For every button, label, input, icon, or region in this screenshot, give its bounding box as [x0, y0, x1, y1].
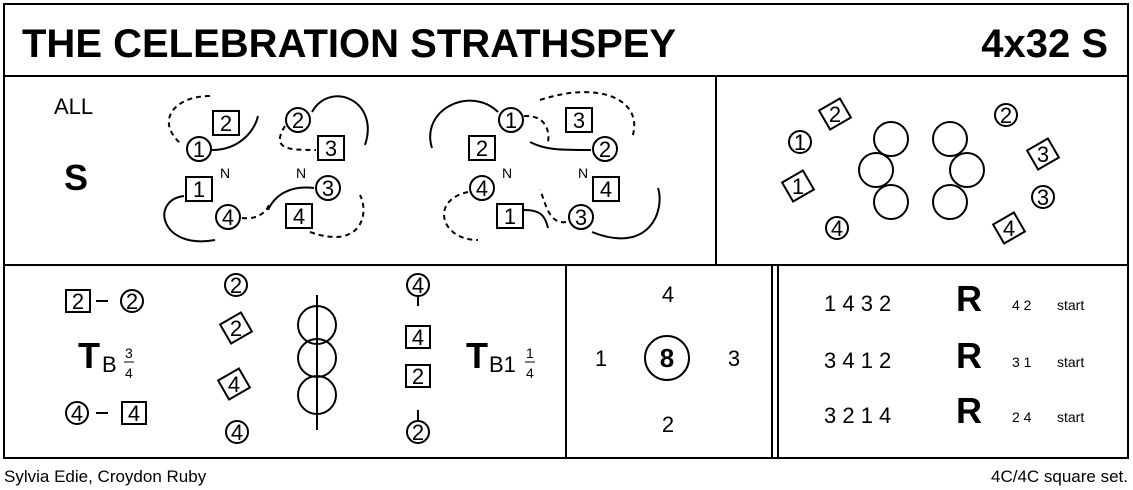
dancer-group-a: 2 1 2 3 1 4 3 4 N N — [163, 95, 369, 243]
svg-text:2: 2 — [476, 136, 488, 161]
svg-text:2: 2 — [230, 273, 242, 298]
svg-text:3: 3 — [728, 346, 740, 371]
svg-text:2: 2 — [829, 102, 841, 127]
svg-text:8: 8 — [660, 343, 674, 373]
step-s: S — [64, 157, 88, 198]
svg-text:4: 4 — [125, 365, 133, 381]
svg-text:B: B — [102, 352, 117, 377]
svg-text:N: N — [296, 165, 306, 181]
svg-text:R: R — [956, 390, 982, 431]
all-label: ALL — [54, 94, 93, 119]
svg-text:2: 2 — [662, 412, 674, 437]
svg-text:4: 4 — [412, 325, 424, 350]
svg-text:1: 1 — [193, 177, 205, 202]
figure-2: 2 2 T B 3 4 4 4 2 2 4 4 4 4 2 2 T B1 1 4 — [65, 273, 535, 445]
svg-text:1: 1 — [794, 130, 806, 155]
svg-text:R: R — [956, 278, 982, 319]
svg-text:4: 4 — [71, 401, 83, 426]
svg-text:4: 4 — [412, 273, 424, 298]
svg-text:3: 3 — [575, 205, 587, 230]
set-info: 4C/4C square set. — [991, 467, 1128, 486]
svg-text:N: N — [502, 165, 512, 181]
formation-diagram: 1 1 2 4 2 3 3 4 — [780, 97, 1061, 245]
dancer-group-b: 1 2 3 2 4 1 4 3 N N — [429, 91, 661, 241]
svg-text:3 1: 3 1 — [1012, 354, 1032, 370]
svg-text:3: 3 — [325, 136, 337, 161]
svg-text:R: R — [956, 335, 982, 376]
dance-title: THE CELEBRATION STRATHSPEY — [22, 22, 676, 66]
svg-text:2: 2 — [412, 420, 424, 445]
svg-text:3: 3 — [125, 345, 133, 361]
svg-text:N: N — [220, 165, 230, 181]
svg-text:1: 1 — [193, 137, 205, 162]
svg-text:1: 1 — [526, 345, 534, 361]
svg-text:B1: B1 — [489, 352, 516, 377]
svg-text:3: 3 — [322, 176, 334, 201]
svg-text:4: 4 — [293, 204, 305, 229]
svg-text:4: 4 — [1003, 216, 1015, 241]
svg-text:3: 3 — [1037, 185, 1049, 210]
svg-text:start: start — [1057, 297, 1084, 313]
svg-text:4: 4 — [526, 365, 534, 381]
figure-4: 1 4 3 2 R 4 2 start 3 4 1 2 R 3 1 start … — [824, 278, 1084, 431]
svg-text:3: 3 — [1037, 142, 1049, 167]
svg-text:4 2: 4 2 — [1012, 297, 1032, 313]
order-row-3: 3 2 1 4 — [824, 403, 891, 428]
figure-3: 4 1 8 3 2 — [595, 282, 740, 437]
svg-text:2: 2 — [412, 364, 424, 389]
svg-text:3: 3 — [573, 108, 585, 133]
svg-text:2: 2 — [599, 137, 611, 162]
svg-text:4: 4 — [222, 205, 234, 230]
svg-text:2: 2 — [230, 316, 242, 341]
svg-text:4: 4 — [128, 401, 140, 426]
svg-text:4: 4 — [231, 420, 243, 445]
step-t-left: T — [78, 335, 100, 376]
svg-text:1: 1 — [505, 108, 517, 133]
order-row-2: 3 4 1 2 — [824, 348, 891, 373]
svg-text:2: 2 — [126, 289, 138, 314]
author: Sylvia Edie, Croydon Ruby — [4, 467, 207, 486]
svg-text:2: 2 — [220, 111, 232, 136]
svg-text:2: 2 — [292, 108, 304, 133]
figure-1: ALL S 2 1 2 3 1 4 3 4 N N 1 2 3 — [54, 91, 661, 243]
svg-text:1: 1 — [504, 204, 516, 229]
svg-text:4: 4 — [600, 177, 612, 202]
step-t-right: T — [466, 335, 488, 376]
svg-text:N: N — [578, 165, 588, 181]
svg-text:start: start — [1057, 409, 1084, 425]
svg-text:4: 4 — [831, 216, 843, 241]
svg-text:4: 4 — [476, 176, 488, 201]
svg-text:4: 4 — [228, 372, 240, 397]
dance-format: 4x32 S — [981, 22, 1108, 66]
svg-text:start: start — [1057, 354, 1084, 370]
svg-text:2: 2 — [72, 289, 84, 314]
order-row-1: 1 4 3 2 — [824, 291, 891, 316]
svg-text:2: 2 — [1000, 103, 1012, 128]
svg-text:1: 1 — [792, 174, 804, 199]
svg-text:4: 4 — [662, 282, 674, 307]
svg-text:2 4: 2 4 — [1012, 409, 1032, 425]
svg-text:1: 1 — [595, 346, 607, 371]
